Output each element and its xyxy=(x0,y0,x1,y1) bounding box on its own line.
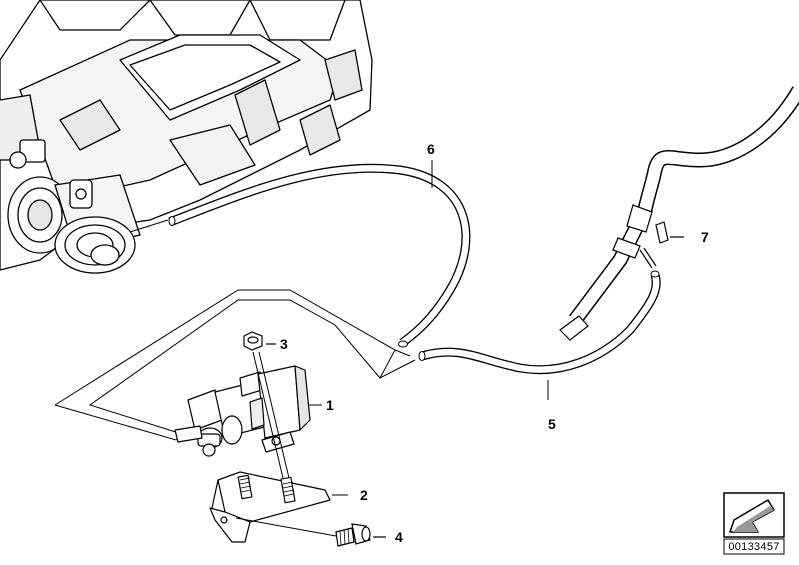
fuel-line xyxy=(559,86,799,341)
callout-4: 4 xyxy=(395,529,403,545)
callout-3: 3 xyxy=(280,336,288,352)
callout-1: 1 xyxy=(326,397,334,413)
valve-part-1 xyxy=(174,365,311,457)
bracket-part-2 xyxy=(209,471,331,543)
clip-7 xyxy=(655,221,684,244)
callout-6: 6 xyxy=(427,141,435,157)
arrow-down-left-icon[interactable] xyxy=(723,492,785,555)
throttle-body xyxy=(7,139,141,274)
hose-6 xyxy=(168,163,471,348)
diagram-reference-number: 00133457 xyxy=(728,541,780,553)
nut-part-3 xyxy=(243,331,276,351)
stud xyxy=(252,351,290,479)
callout-5: 5 xyxy=(548,416,556,432)
assembly-lines xyxy=(235,160,549,537)
callout-7: 7 xyxy=(701,229,709,245)
hose-5 xyxy=(418,270,661,375)
callout-2: 2 xyxy=(360,487,368,503)
bolt-part-4 xyxy=(335,523,386,547)
